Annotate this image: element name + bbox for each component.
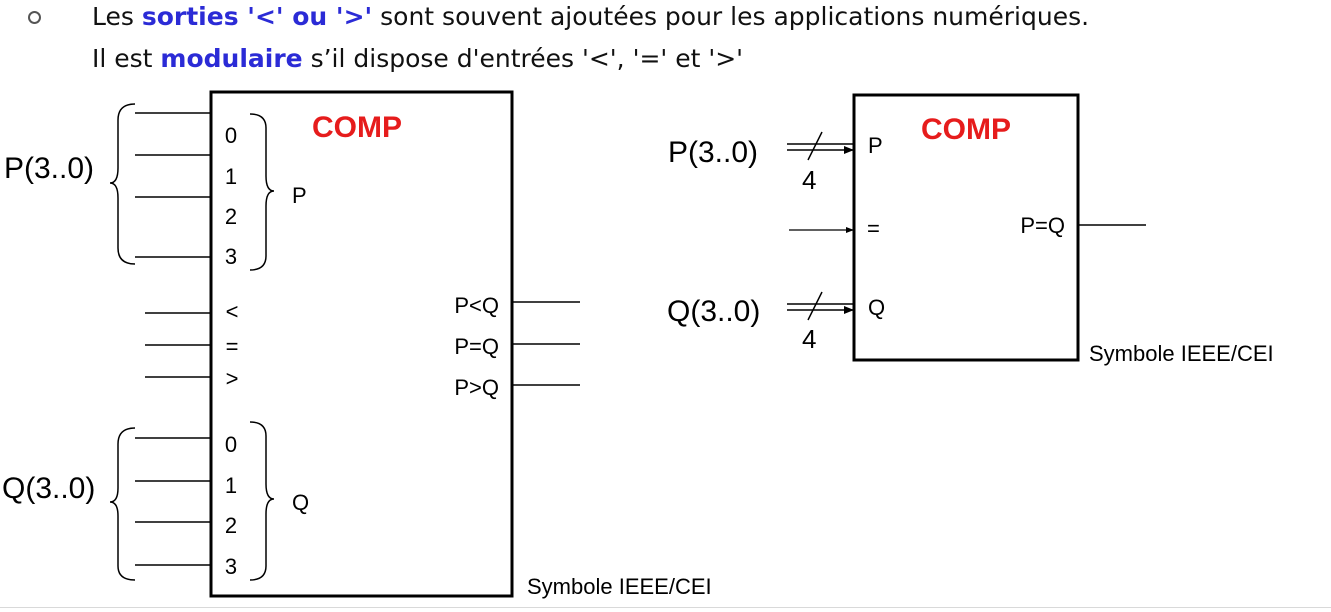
left-p-pin-3: 3	[225, 244, 237, 269]
right-q-bus-width: 4	[802, 324, 816, 354]
left-p-group-label: P	[292, 183, 307, 208]
left-q-group-label: Q	[292, 490, 309, 515]
right-caption: Symbole IEEE/CEI	[1089, 341, 1274, 366]
left-p-pin-2: 2	[225, 204, 237, 229]
left-p-pin-0: 0	[225, 123, 237, 148]
left-q-pin-2: 2	[225, 513, 237, 538]
right-comparator-symbol: COMP P(3..0) 4 P = Q(3..0) 4 Q P=Q Symbo…	[667, 93, 1274, 366]
right-p-bus-width: 4	[802, 165, 816, 195]
right-q-bus-slash	[807, 291, 823, 321]
left-comparator-symbol: COMP P(3..0) 0 1 2 3 P < = > P<Q P=Q P>Q	[2, 90, 712, 599]
left-q-bus-label: Q(3..0)	[2, 472, 95, 505]
right-output-eq: P=Q	[1020, 213, 1065, 238]
line2-text-end: s’il dispose d'entrées '<', '=' et '>'	[302, 44, 744, 73]
bullet-line-2: Il est modulaire s’il dispose d'entrées …	[92, 44, 743, 74]
left-p-pin-1: 1	[225, 164, 237, 189]
right-comp-box	[852, 93, 1080, 362]
line2-text-start: Il est	[92, 44, 161, 73]
left-cascade-eq: =	[226, 334, 239, 359]
left-q-pin-1: 1	[225, 473, 237, 498]
left-cascade-gt: >	[226, 366, 239, 391]
bullet-line-1: Les sorties '<' ou '>' sont souvent ajou…	[92, 2, 1089, 32]
left-output-lt: P<Q	[454, 293, 499, 318]
line1-text-start: Les	[92, 2, 142, 31]
left-comp-title: COMP	[312, 111, 402, 144]
bullet-circle-icon	[28, 11, 41, 24]
right-q-bus-label: Q(3..0)	[667, 295, 760, 328]
left-q-pin-3: 3	[225, 554, 237, 579]
left-q-pin-0: 0	[225, 432, 237, 457]
left-cascade-lt: <	[226, 299, 239, 324]
right-input-p: P	[868, 133, 883, 158]
right-comp-title: COMP	[921, 113, 1011, 146]
left-q-bus-brace	[109, 427, 136, 581]
bullet-text-block: Les sorties '<' ou '>' sont souvent ajou…	[0, 0, 1331, 90]
left-output-gt: P>Q	[454, 375, 499, 400]
right-input-q: Q	[868, 295, 885, 320]
left-caption: Symbole IEEE/CEI	[527, 574, 712, 599]
left-q-group-brace	[249, 421, 275, 581]
left-p-bus-brace	[109, 103, 136, 265]
left-p-group-brace	[249, 113, 275, 271]
line1-text-end: sont souvent ajoutées pour les applicati…	[372, 2, 1090, 31]
right-p-bus-slash	[807, 131, 823, 161]
left-output-eq: P=Q	[454, 334, 499, 359]
line1-keyword: sorties '<' ou '>'	[141, 2, 373, 31]
right-input-eq: =	[867, 216, 880, 241]
right-p-bus-label: P(3..0)	[668, 136, 758, 169]
left-p-bus-label: P(3..0)	[4, 152, 94, 185]
line2-keyword: modulaire	[160, 44, 303, 73]
bottom-divider	[0, 607, 1331, 608]
